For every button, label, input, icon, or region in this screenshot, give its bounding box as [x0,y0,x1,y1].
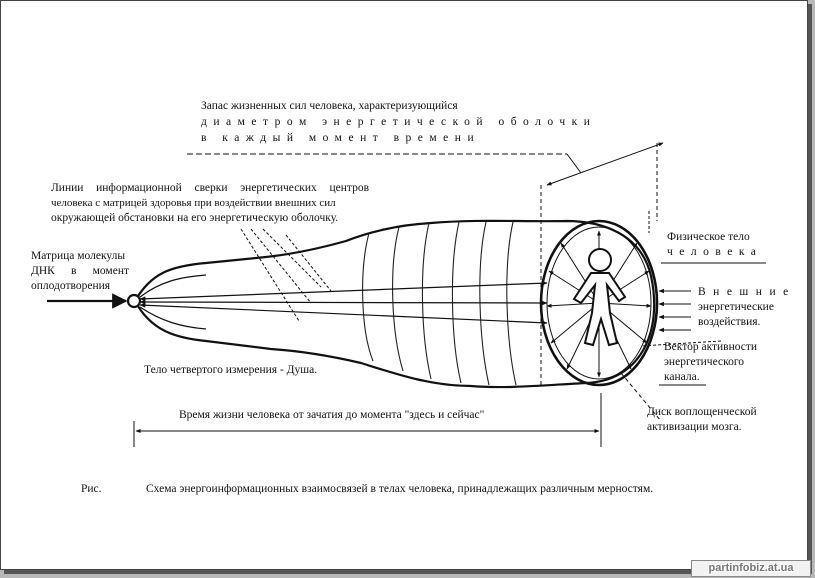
dna-matrix-point [126,293,142,309]
lines-label-line2: человека с матрицей здоровья при воздейс… [51,197,336,209]
vector-label-line2: энергетического [664,356,745,368]
shell-segments [362,221,517,386]
lifetime-label: Время жизни человека от зачатия до момен… [179,409,485,421]
lines-label-line1: Линии информационной сверки энергетическ… [51,182,369,194]
reserve-label-line3: в каждый момент времени [201,132,481,144]
caption-text: Схема энергоинформационных взаимосвязей … [146,483,654,495]
caption-prefix: Рис. [81,483,102,495]
external-influence-arrows [658,288,691,333]
watermark-link[interactable]: partinfobiz.at.ua [691,560,811,577]
right-leaders [620,211,766,422]
dna-label-line3: оплодотворения [31,280,111,292]
vector-label-line3: канала. [664,371,700,383]
reconciliation-lines [139,274,548,330]
soul-label: Тело четвертого измерения - Душа. [144,364,318,376]
reserve-label-line2: диаметром энергетической оболочки [201,116,597,128]
energy-shell-diagram [47,142,766,447]
reserve-label-line1: Запас жизненных сил человека, характериз… [201,100,458,112]
lifetime-span [133,393,602,447]
external-label-line1: Внешние [698,286,796,298]
diagram-frame: Запас жизненных сил человека, характериз… [0,0,808,570]
vector-label-line1: Вектор активности [664,341,758,353]
human-figure [572,248,627,347]
dna-label-line1: Матрица молекулы [31,250,126,262]
disk-label-line2: активизации мозга. [647,421,742,433]
lines-label-line3: окружающей обстановки на его энергетичес… [51,212,339,224]
physical-body-label-line1: Физическое тело [667,231,750,243]
external-label-line3: воздействия. [698,316,761,328]
external-label-line2: энергетические [698,301,774,313]
reserve-indicator [187,142,664,385]
lines-leaders [240,228,332,322]
disk-label-line1: Диск воплощенческой [647,406,757,418]
energy-shell-outline [133,219,656,389]
dna-label-line2: ДНК в момент [31,265,129,277]
physical-body-label-line2: человека [667,246,763,258]
